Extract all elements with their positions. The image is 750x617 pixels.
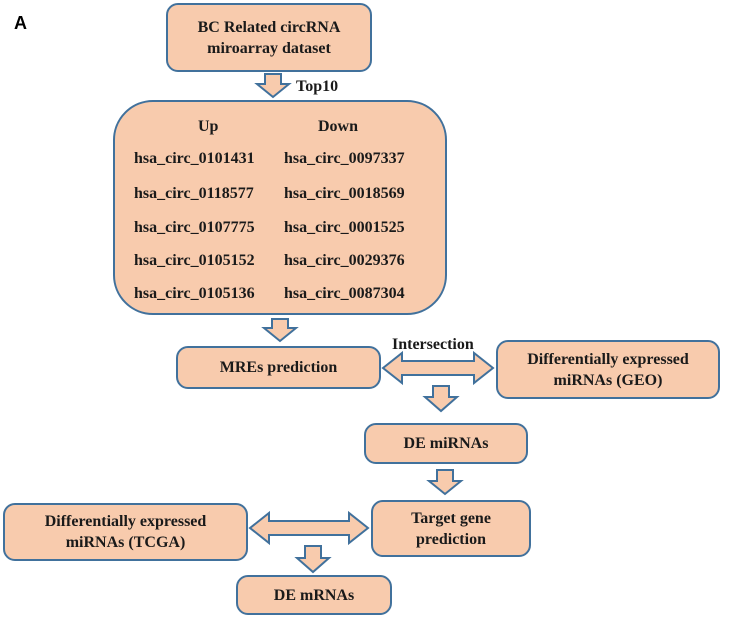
table-down-cell: hsa_circ_0001525 [284, 219, 405, 236]
table-down-cell: hsa_circ_0029376 [284, 252, 405, 269]
edge-label-top10: Top10 [296, 78, 339, 95]
node-target-line-1: Target gene [411, 509, 491, 527]
node-de-mirnas-tcga: Differentially expressed miRNAs (TCGA) [3, 503, 248, 561]
node-target-gene-prediction: Target gene prediction [371, 500, 531, 557]
node-mre-prediction: MREs prediction [176, 346, 381, 389]
node-de-mirnas-geo: Differentially expressed miRNAs (GEO) [496, 340, 720, 399]
table-up-cell: hsa_circ_0105152 [134, 252, 255, 269]
node-geo-line-1: Differentially expressed [527, 350, 689, 368]
table-header-up: Up [198, 118, 219, 135]
node-de-mrnas: DE mRNAs [236, 575, 392, 615]
table-header-down: Down [318, 118, 359, 135]
arrow-table-to-mre [261, 318, 299, 343]
table-down-cell: hsa_circ_0087304 [284, 285, 405, 302]
node-de-mirnas-line-1: DE miRNAs [403, 435, 489, 452]
arrow-de-mirnas-to-target [426, 469, 464, 496]
table-up-cell: hsa_circ_0107775 [134, 219, 255, 236]
arrow-tcga-target-double [248, 510, 370, 546]
table-up-cell: hsa_circ_0105136 [134, 285, 255, 302]
node-geo-line-2: miRNAs (GEO) [553, 371, 663, 389]
edge-label-intersection: Intersection [392, 336, 474, 353]
table-down-cell: hsa_circ_0097337 [284, 150, 405, 167]
node-dataset-line-1: BC Related circRNA [197, 18, 341, 36]
arrow-intersection-to-de-mirnas [422, 385, 460, 413]
node-dataset: BC Related circRNA miroarray dataset [166, 3, 372, 72]
node-dataset-line-2: miroarray dataset [207, 39, 331, 57]
node-mre-line-1: MREs prediction [219, 359, 338, 376]
panel-label: A [14, 13, 27, 33]
node-de-mirnas: DE miRNAs [364, 423, 528, 464]
table-up-cell: hsa_circ_0101431 [134, 150, 255, 167]
arrow-mre-geo-double [381, 350, 495, 386]
node-de-mrnas-line-1: DE mRNAs [273, 586, 355, 604]
arrow-dataset-to-table [254, 73, 292, 99]
arrow-to-de-mrnas [294, 545, 332, 574]
table-up-cell: hsa_circ_0118577 [134, 185, 254, 202]
node-circrna-table [113, 100, 447, 315]
table-down-cell: hsa_circ_0018569 [284, 185, 405, 202]
node-tcga-line-1: Differentially expressed [44, 513, 207, 530]
node-tcga-line-2: miRNAs (TCGA) [65, 534, 186, 551]
node-target-line-2: prediction [416, 530, 486, 548]
